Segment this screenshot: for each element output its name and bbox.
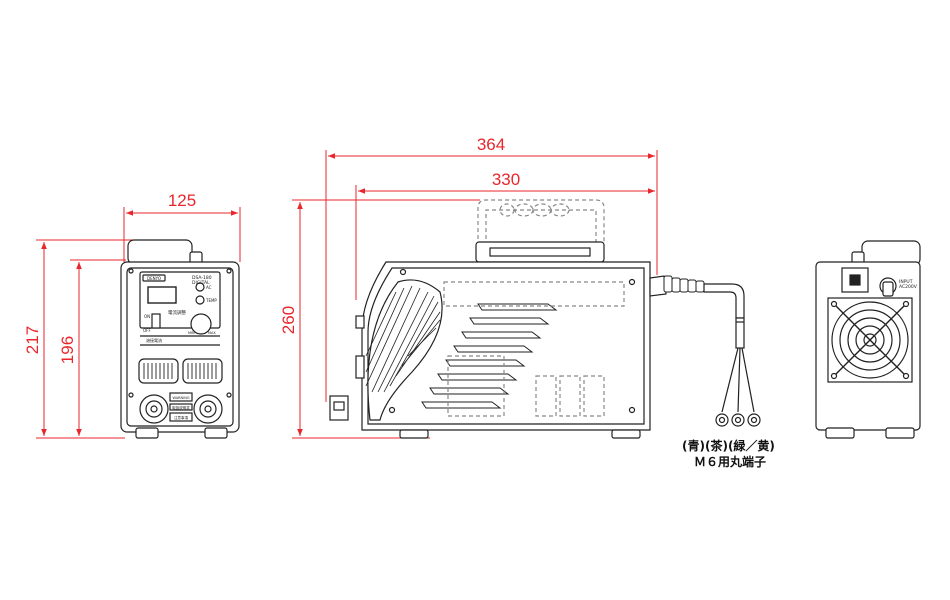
current-knob[interactable]	[190, 313, 212, 335]
front-panel-text: DENYO DSA-180 DIGITAL ON OFF AC TEMP MIN…	[143, 275, 217, 420]
brand-badge-text: DENYO	[147, 276, 161, 281]
rear-view	[815, 240, 921, 439]
front-view	[120, 239, 240, 439]
dimension-lines	[36, 150, 658, 439]
dim-front-height-total: 217	[23, 326, 42, 354]
model-line-1: DSA-180	[192, 275, 212, 281]
handle-extended-outline	[477, 199, 605, 246]
panel-label-2: 溶接電流	[146, 337, 162, 343]
terminal-label: Ｍ６用丸端子	[694, 454, 766, 469]
input-label-1: INPUT	[899, 279, 913, 285]
switch-off-label: OFF	[143, 328, 151, 333]
plate-1-text: WARNING	[172, 396, 189, 400]
switch-on-label: ON	[144, 314, 150, 319]
model-line-2: DIGITAL	[192, 280, 210, 286]
knob-min-label: MIN	[188, 331, 195, 335]
dim-side-length-total: 364	[477, 135, 505, 154]
indicator-2-label: TEMP	[205, 298, 217, 303]
input-label-2: AC200V	[899, 284, 918, 290]
plate-3-text: 注意事項	[174, 415, 188, 420]
indicator-1-label: AC	[206, 285, 212, 290]
dim-front-width: 125	[168, 191, 196, 210]
dim-side-height: 260	[279, 306, 298, 334]
plate-2-text: 取扱説明書	[172, 405, 190, 410]
cable-colors-label: (青)(茶)(緑／黄)	[682, 438, 775, 453]
panel-label-1: 電流調整	[168, 309, 186, 316]
rear-panel-text: INPUT AC200V	[899, 279, 918, 290]
side-view	[329, 199, 761, 439]
dimension-labels: 125 217 196 364 330 260	[23, 135, 520, 364]
dim-side-length-body: 330	[492, 170, 520, 189]
cable-note: (青)(茶)(緑／黄) Ｍ６用丸端子	[682, 438, 775, 469]
brand-badge	[142, 274, 166, 282]
dim-front-height-body: 196	[58, 336, 77, 364]
knob-max-label: MAX	[208, 331, 216, 335]
